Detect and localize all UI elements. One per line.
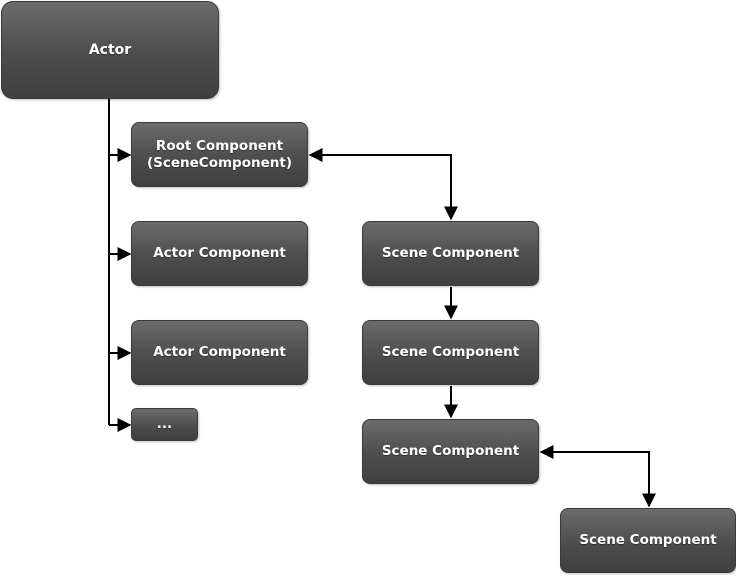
connector-scene-3-to-scene-4 [539, 445, 656, 508]
actor-node: Actor [1, 1, 219, 99]
actor-component-node-2: Actor Component [131, 320, 308, 385]
scene-component-node-3: Scene Component [362, 419, 539, 484]
connector-root-to-scene-component-1 [308, 148, 458, 221]
scene-component-node-2: Scene Component [362, 320, 539, 385]
root-component-node: Root Component (SceneComponent) [131, 122, 308, 187]
actor-component-node-1: Actor Component [131, 221, 308, 286]
scene-component-node-4: Scene Component [560, 508, 736, 573]
scene-component-node-1: Scene Component [362, 221, 539, 286]
more-components-node: ... [131, 408, 198, 441]
